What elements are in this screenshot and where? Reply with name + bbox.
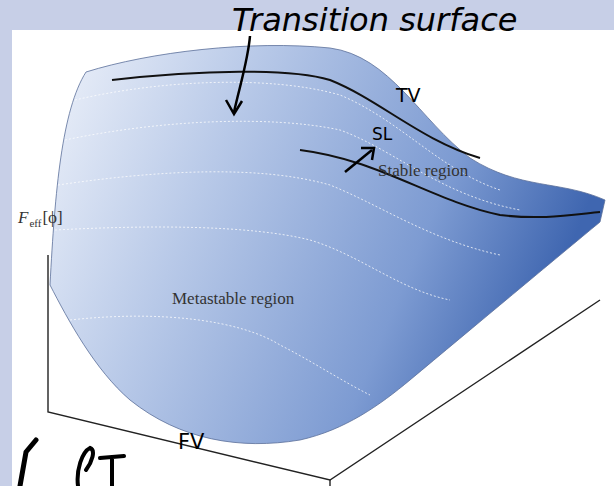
annotation-arrow	[345, 150, 372, 172]
region-label: Stable region	[378, 162, 468, 179]
axis-label: F	[18, 209, 28, 226]
frame-line	[329, 480, 330, 486]
arrow-head	[361, 148, 374, 160]
axis-subscript: eff	[29, 218, 41, 229]
annotation-arrow	[234, 36, 250, 112]
handwritten-stroke	[100, 456, 124, 486]
contour-lines	[55, 82, 520, 395]
handwritten-title: Transition surface	[232, 4, 517, 36]
handwritten-note: TV	[396, 86, 421, 105]
handwritten-stroke	[20, 440, 36, 486]
handwritten-note: SL	[372, 126, 392, 143]
arrow-head	[226, 100, 242, 114]
axis-label: [ϕ]	[42, 209, 62, 226]
transition-curve	[300, 150, 600, 217]
transition-curve	[112, 72, 480, 158]
energy-surface	[50, 45, 605, 443]
region-label: Metastable region	[172, 290, 294, 307]
handwritten-note: FV	[178, 432, 204, 453]
handwritten-stroke	[78, 448, 93, 486]
